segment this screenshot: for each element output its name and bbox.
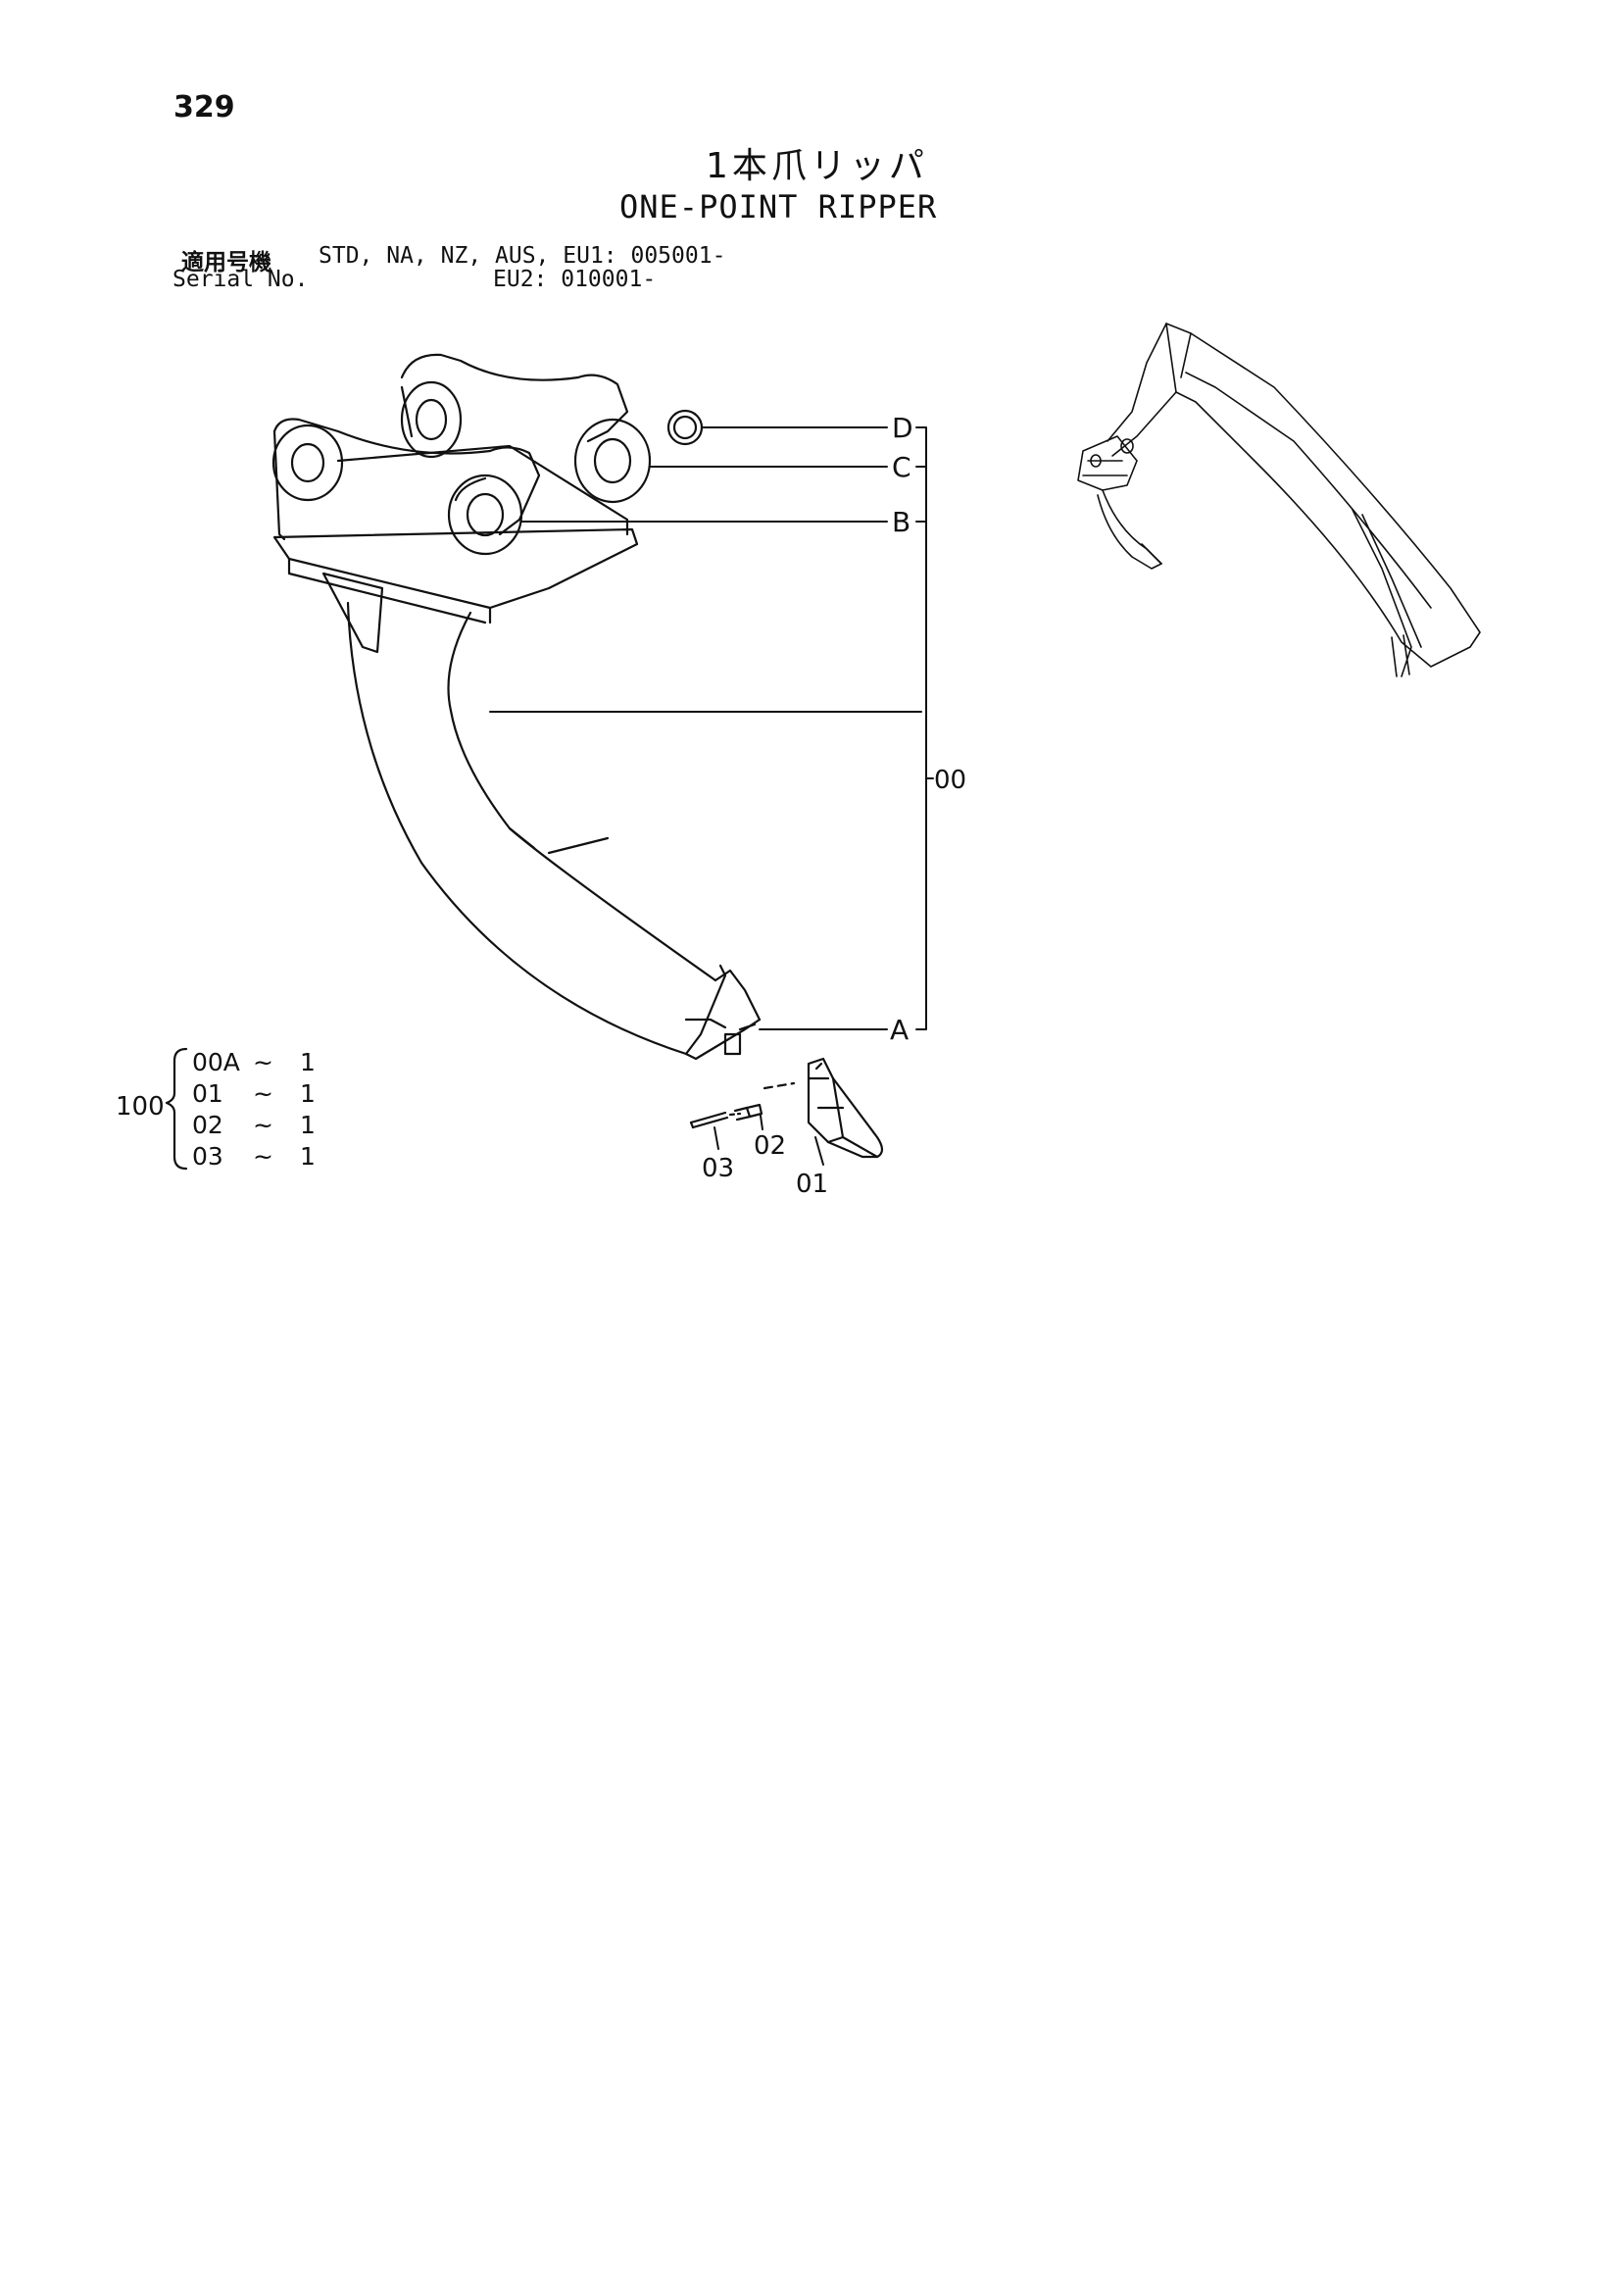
serial-label-japanese: 適用号機 (181, 250, 271, 275)
kit-number: 100 (116, 1092, 165, 1122)
kit-row-tilde: ~ (253, 1142, 273, 1171)
serial-eu2-line: EU2: 010001- (493, 267, 657, 292)
tooth-pin (733, 1103, 763, 1122)
callout-label-b: B (892, 506, 910, 538)
callout-label-c: C (892, 451, 911, 483)
callout-label-part-02: 02 (754, 1131, 786, 1161)
kit-row-tilde: ~ (253, 1048, 273, 1076)
kit-row-qty: 1 (300, 1142, 316, 1171)
callout-label-assembly: 00 (934, 766, 966, 795)
callout-label-part-03: 03 (702, 1154, 734, 1183)
callout-label-a: A (890, 1014, 909, 1046)
seal-ring (666, 409, 704, 446)
kit-brace (165, 1047, 188, 1171)
kit-row-part: 01 (192, 1079, 223, 1108)
title-japanese: 1本爪リッパ (706, 146, 928, 186)
callout-leaders (489, 426, 934, 1166)
pin-bosses (271, 380, 652, 556)
serial-models-line: STD, NA, NZ, AUS, EU1: 005001- (319, 243, 726, 269)
excavator-arm-thumbnail (1077, 323, 1481, 677)
kit-row-qty: 1 (300, 1079, 316, 1108)
ripper-shank (346, 601, 762, 1061)
kit-row-part: 00A (192, 1048, 240, 1076)
callout-label-d: D (892, 412, 913, 444)
kit-row-part: 03 (192, 1142, 223, 1171)
kit-row-tilde: ~ (253, 1111, 273, 1139)
ripper-tooth (807, 1057, 884, 1159)
callout-label-part-01: 01 (796, 1170, 828, 1199)
kit-row-qty: 1 (300, 1048, 316, 1076)
tooth-lock (689, 1111, 729, 1129)
kit-row-tilde: ~ (253, 1079, 273, 1108)
page-number: 329 (173, 90, 235, 125)
kit-table: 00A ~ 1 01 ~ 1 02 ~ 1 03 ~ 1 (192, 1048, 316, 1171)
kit-row-qty: 1 (300, 1111, 316, 1139)
title-english: ONE-POINT RIPPER (619, 188, 938, 225)
serial-label-english: Serial No. (172, 267, 309, 292)
kit-row-part: 02 (192, 1111, 223, 1139)
